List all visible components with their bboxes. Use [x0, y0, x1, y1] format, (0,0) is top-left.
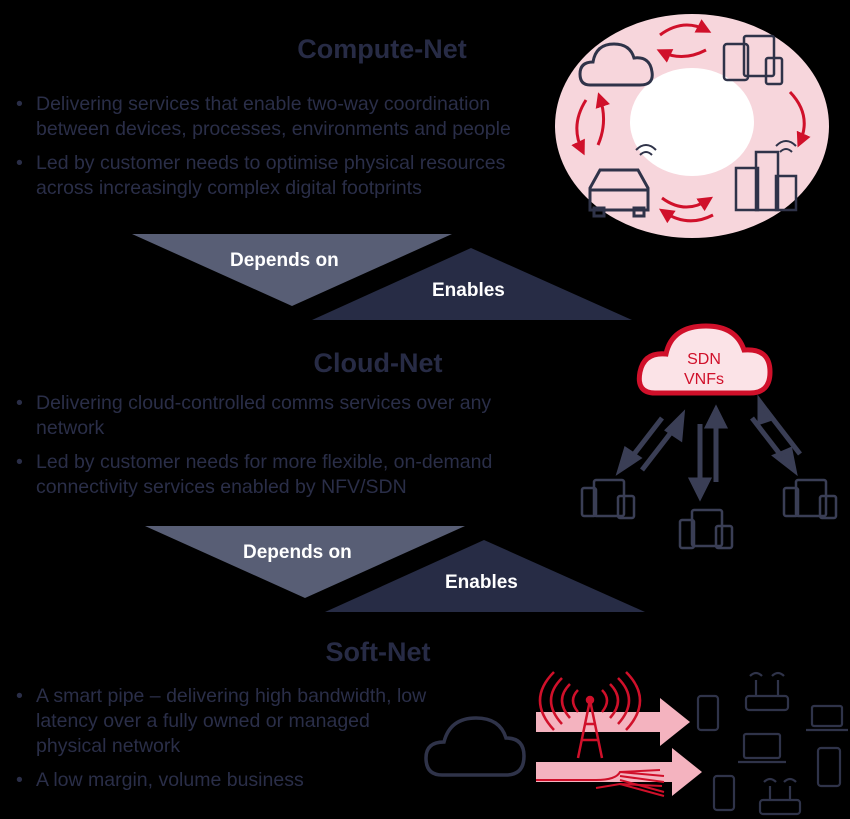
phone-icon: [696, 694, 720, 732]
section-title-compute-net: Compute-Net: [297, 34, 467, 64]
phone-icon: [712, 774, 736, 812]
cloud-icon: [424, 716, 526, 777]
bullet-item: Led by customer needs for more flexible,…: [12, 450, 532, 500]
router-icon: [744, 671, 790, 712]
cloud-net-bullets: Delivering cloud-controlled comms servic…: [12, 391, 532, 509]
cloud-icon: [578, 42, 654, 87]
depends-on-label: Depends on: [230, 250, 339, 271]
depends-on-triangle: [132, 234, 452, 306]
sdn-vnf-cloud: SDN VNFs: [636, 323, 773, 396]
laptop-icon: [738, 732, 786, 764]
enables-triangle: [325, 540, 645, 612]
ecosystem-ring-graphic: [555, 14, 829, 238]
buildings-icon: [734, 140, 798, 212]
phone-icon: [816, 746, 842, 788]
depends-on-label: Depends on: [243, 542, 352, 563]
devices-icon: [722, 34, 784, 86]
bandwidth-arrow: [536, 698, 690, 746]
enables-triangle: [312, 248, 632, 320]
vnf-label: VNFs: [684, 371, 724, 388]
devices-icon: [782, 478, 838, 520]
bullet-item: A low margin, volume business: [12, 768, 432, 793]
bullet-item: Delivering services that enable two-way …: [12, 92, 552, 142]
bullet-item: A smart pipe – delivering high bandwidth…: [12, 684, 432, 759]
enables-label: Enables: [432, 280, 505, 301]
sdn-label: SDN: [687, 351, 721, 368]
soft-net-bullets: A smart pipe – delivering high bandwidth…: [12, 684, 432, 802]
devices-icon: [580, 478, 636, 520]
bidirectional-arrows: [615, 394, 802, 502]
fiber-cable-icon: [536, 769, 665, 797]
router-icon: [758, 777, 802, 816]
laptop-icon: [806, 704, 848, 732]
section-title-soft-net: Soft-Net: [325, 637, 431, 667]
bullet-item: Led by customer needs to optimise physic…: [12, 151, 552, 201]
enables-label: Enables: [445, 572, 518, 593]
devices-icon: [678, 508, 734, 550]
section-title-cloud-net: Cloud-Net: [313, 348, 443, 378]
bullet-item: Delivering cloud-controlled comms servic…: [12, 391, 532, 441]
depends-on-triangle: [145, 526, 465, 598]
car-icon: [588, 144, 657, 218]
cell-tower-icon: [538, 671, 642, 759]
compute-net-bullets: Delivering services that enable two-way …: [12, 92, 552, 210]
